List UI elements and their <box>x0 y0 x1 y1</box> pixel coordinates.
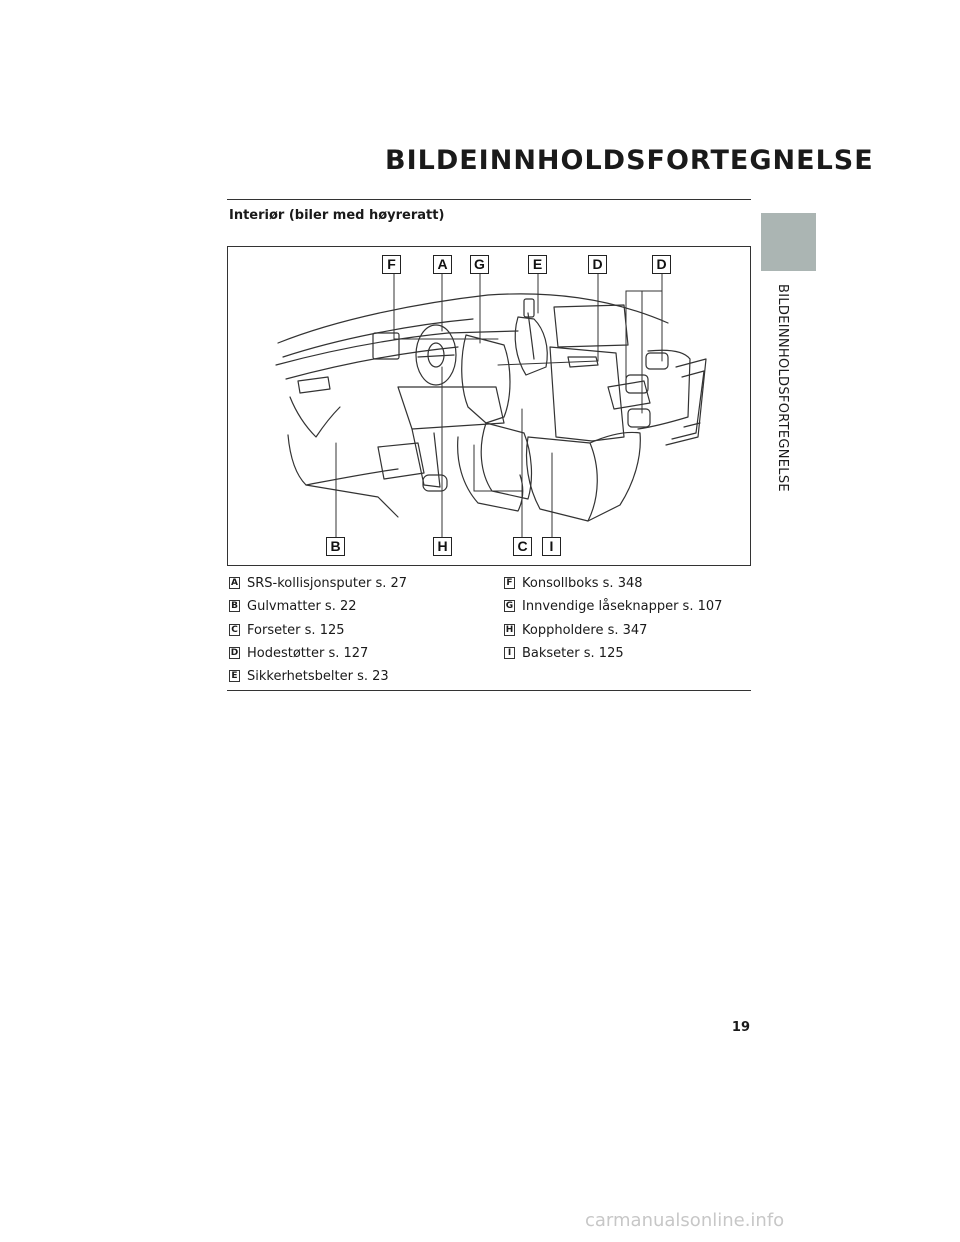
legend-text: Innvendige låseknapper s. 107 <box>522 599 723 614</box>
watermark: carmanualsonline.info <box>585 1210 785 1231</box>
legend-item-f: F Konsollboks s. 348 <box>504 575 643 593</box>
legend-item-h: H Koppholdere s. 347 <box>504 622 647 640</box>
legend-text: Forseter s. 125 <box>247 623 345 638</box>
legend-key: I <box>504 646 515 659</box>
legend-key: F <box>504 576 515 589</box>
callout-i: I <box>542 537 561 556</box>
legend-text: Gulvmatter s. 22 <box>247 599 357 614</box>
legend-item-i: I Bakseter s. 125 <box>504 645 624 663</box>
callout-g: G <box>470 255 489 274</box>
callout-d-2: D <box>652 255 671 274</box>
chapter-tab <box>761 213 816 271</box>
legend-item-a: A SRS-kollisjonsputer s. 27 <box>229 575 407 593</box>
legend-item-e: E Sikkerhetsbelter s. 23 <box>229 668 389 686</box>
legend-item-d: D Hodestøtter s. 127 <box>229 645 368 663</box>
callout-d-1: D <box>588 255 607 274</box>
callout-e: E <box>528 255 547 274</box>
legend-item-b: B Gulvmatter s. 22 <box>229 598 357 616</box>
legend-key: G <box>504 599 515 612</box>
callout-a: A <box>433 255 452 274</box>
page-title: BILDEINNHOLDSFORTEGNELSE <box>385 145 874 176</box>
legend-text: Bakseter s. 125 <box>522 646 624 661</box>
section-heading: Interiør (biler med høyreratt) <box>229 208 445 223</box>
legend-key: H <box>504 623 515 636</box>
legend-text: Konsollboks s. 348 <box>522 576 643 591</box>
callout-c: C <box>513 537 532 556</box>
legend-key: D <box>229 646 240 659</box>
legend-item-c: C Forseter s. 125 <box>229 622 345 640</box>
chapter-side-label: BILDEINNHOLDSFORTEGNELSE <box>775 284 790 492</box>
legend-key: E <box>229 669 240 682</box>
car-interior-drawing <box>275 264 707 538</box>
legend-text: Koppholdere s. 347 <box>522 623 648 638</box>
page-number: 19 <box>731 1020 750 1035</box>
legend-key: A <box>229 576 240 589</box>
callout-f: F <box>382 255 401 274</box>
callout-b: B <box>326 537 345 556</box>
legend-text: SRS-kollisjonsputer s. 27 <box>247 576 408 591</box>
top-divider <box>227 199 751 200</box>
callout-h: H <box>433 537 452 556</box>
interior-illustration: F A G E D D B H C I <box>227 246 751 566</box>
legend-text: Sikkerhetsbelter s. 23 <box>247 669 389 684</box>
bottom-divider <box>227 690 751 691</box>
legend-key: B <box>229 599 240 612</box>
legend-key: C <box>229 623 240 636</box>
legend-text: Hodestøtter s. 127 <box>247 646 369 661</box>
legend-item-g: G Innvendige låseknapper s. 107 <box>504 598 722 616</box>
